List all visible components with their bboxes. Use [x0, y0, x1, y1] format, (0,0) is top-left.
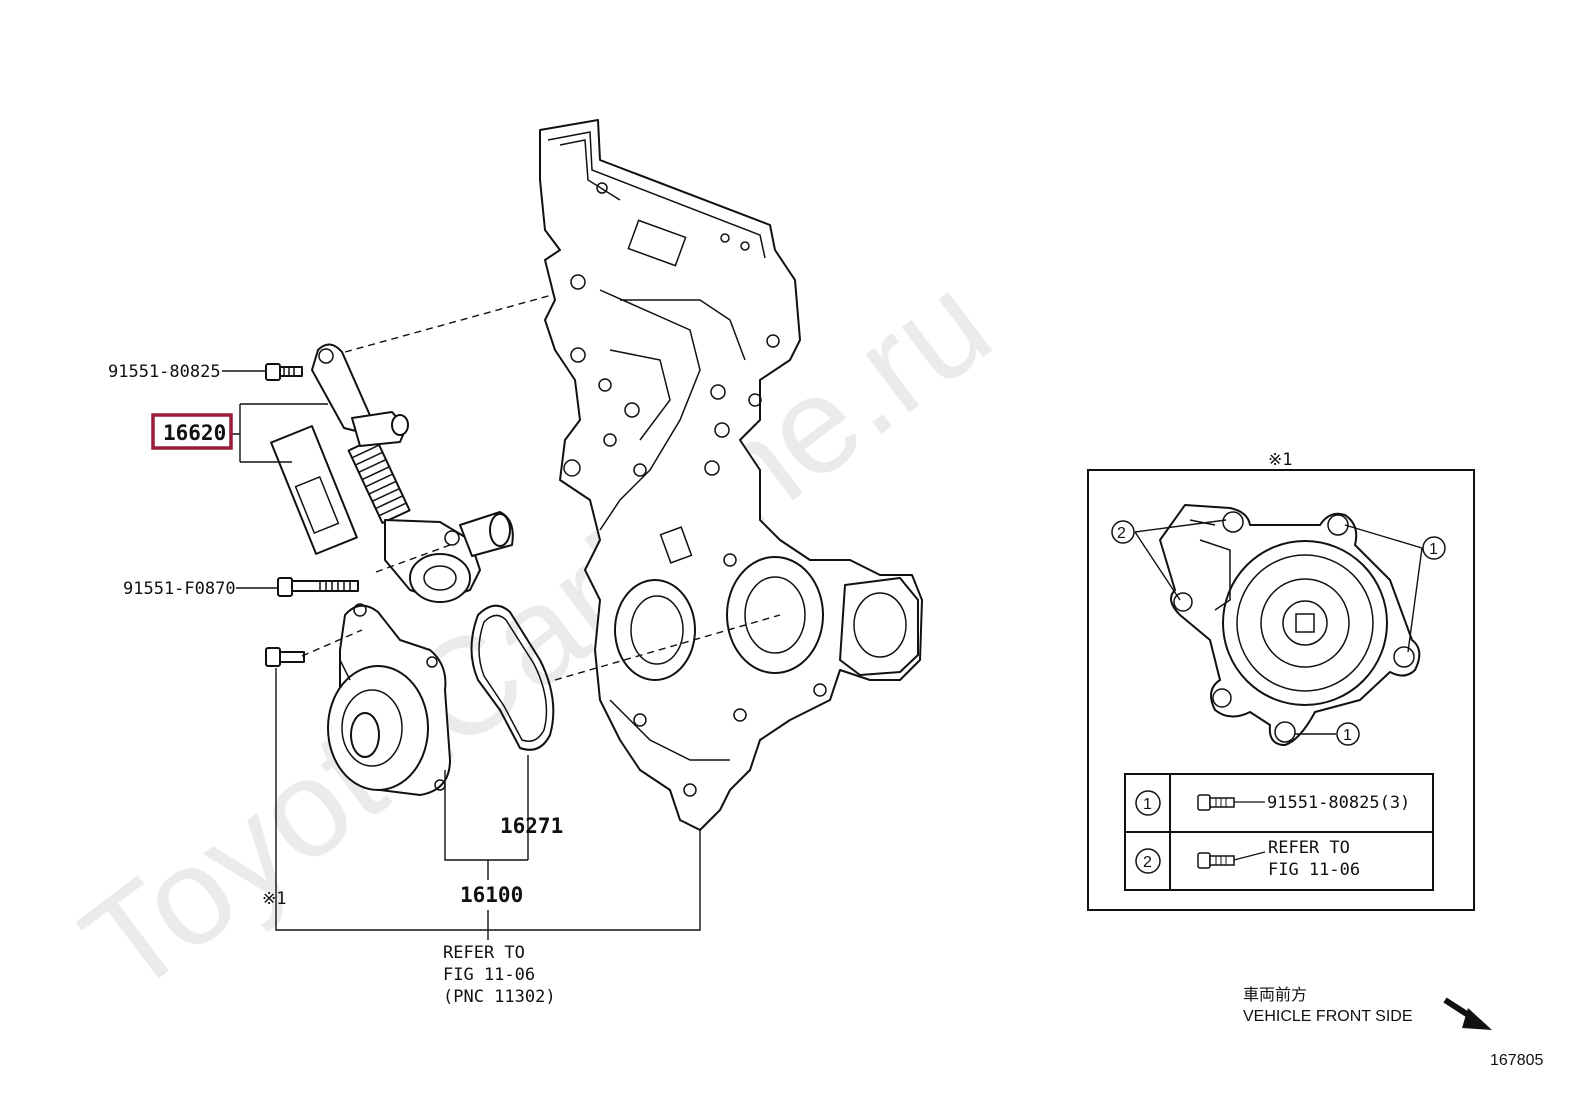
tensioner-drawing: [270, 343, 514, 603]
inset-callout-2: [1111, 520, 1135, 544]
inset-callout-1-top-lines: [1344, 524, 1423, 653]
bolt-mid-drawing: [277, 577, 359, 597]
refer-main-line2: FIG 11-06: [443, 965, 535, 985]
water-pump-drawing: [327, 603, 451, 796]
leader-note-frame: [275, 668, 701, 940]
highlight-box-16620: [151, 413, 233, 450]
inset-callout-1-bottom: [1336, 722, 1360, 746]
refer-main-line3: (PNC 11302): [443, 987, 556, 1007]
label-note-inset: ※1: [1268, 450, 1292, 470]
gasket-drawing: [470, 604, 555, 751]
align-line-bolt: [301, 629, 363, 657]
table-row1-bolt-icon: [1197, 794, 1265, 811]
table-row2-num: 2: [1143, 854, 1152, 871]
inset-callout-1-top: [1422, 536, 1446, 560]
timing-cover-drawing: [539, 119, 923, 831]
vehicle-front-en: VEHICLE FRONT SIDE: [1243, 1008, 1413, 1025]
inset-callout-2-text: 2: [1117, 525, 1126, 542]
align-line-mid: [375, 544, 451, 573]
bolt-top-drawing: [265, 363, 303, 381]
inset-callout-2-lines: [1134, 519, 1227, 601]
align-line-top: [344, 294, 553, 353]
label-cover: 16100: [460, 883, 523, 907]
table-row2-bolt-icon: [1197, 851, 1266, 869]
table-row2-line2: FIG 11-06: [1268, 860, 1360, 880]
leader-tensioner-bracket: [232, 403, 328, 463]
front-direction-arrow-icon: [1443, 997, 1492, 1030]
label-tensioner[interactable]: 16620: [163, 421, 226, 445]
leader-cover-bracket: [444, 770, 528, 880]
table-row2-line1: REFER TO: [1268, 838, 1350, 858]
align-line-pump: [554, 614, 781, 681]
label-bolt-top: 91551-80825: [108, 362, 221, 382]
label-bolt-mid: 91551-F0870: [123, 579, 236, 599]
inset-table: 1 91551-80825(3) 2 REFER TO FIG 11-06: [1124, 773, 1434, 891]
refer-main-line1: REFER TO: [443, 943, 525, 963]
label-note-left: ※1: [262, 889, 286, 909]
table-row1-part: 91551-80825(3): [1267, 793, 1410, 813]
bolt-water-pump-drawing: [265, 647, 305, 667]
table-row1-num: 1: [1143, 796, 1152, 813]
vehicle-front-jp: 車両前方: [1243, 986, 1307, 1004]
inset-pump-drawing: [1159, 504, 1421, 746]
inset-callout-1-top-text: 1: [1429, 541, 1438, 558]
inset-callout-1-bottom-text: 1: [1343, 727, 1352, 744]
label-gasket: 16271: [500, 814, 563, 838]
diagram-id: 167805: [1490, 1052, 1543, 1069]
